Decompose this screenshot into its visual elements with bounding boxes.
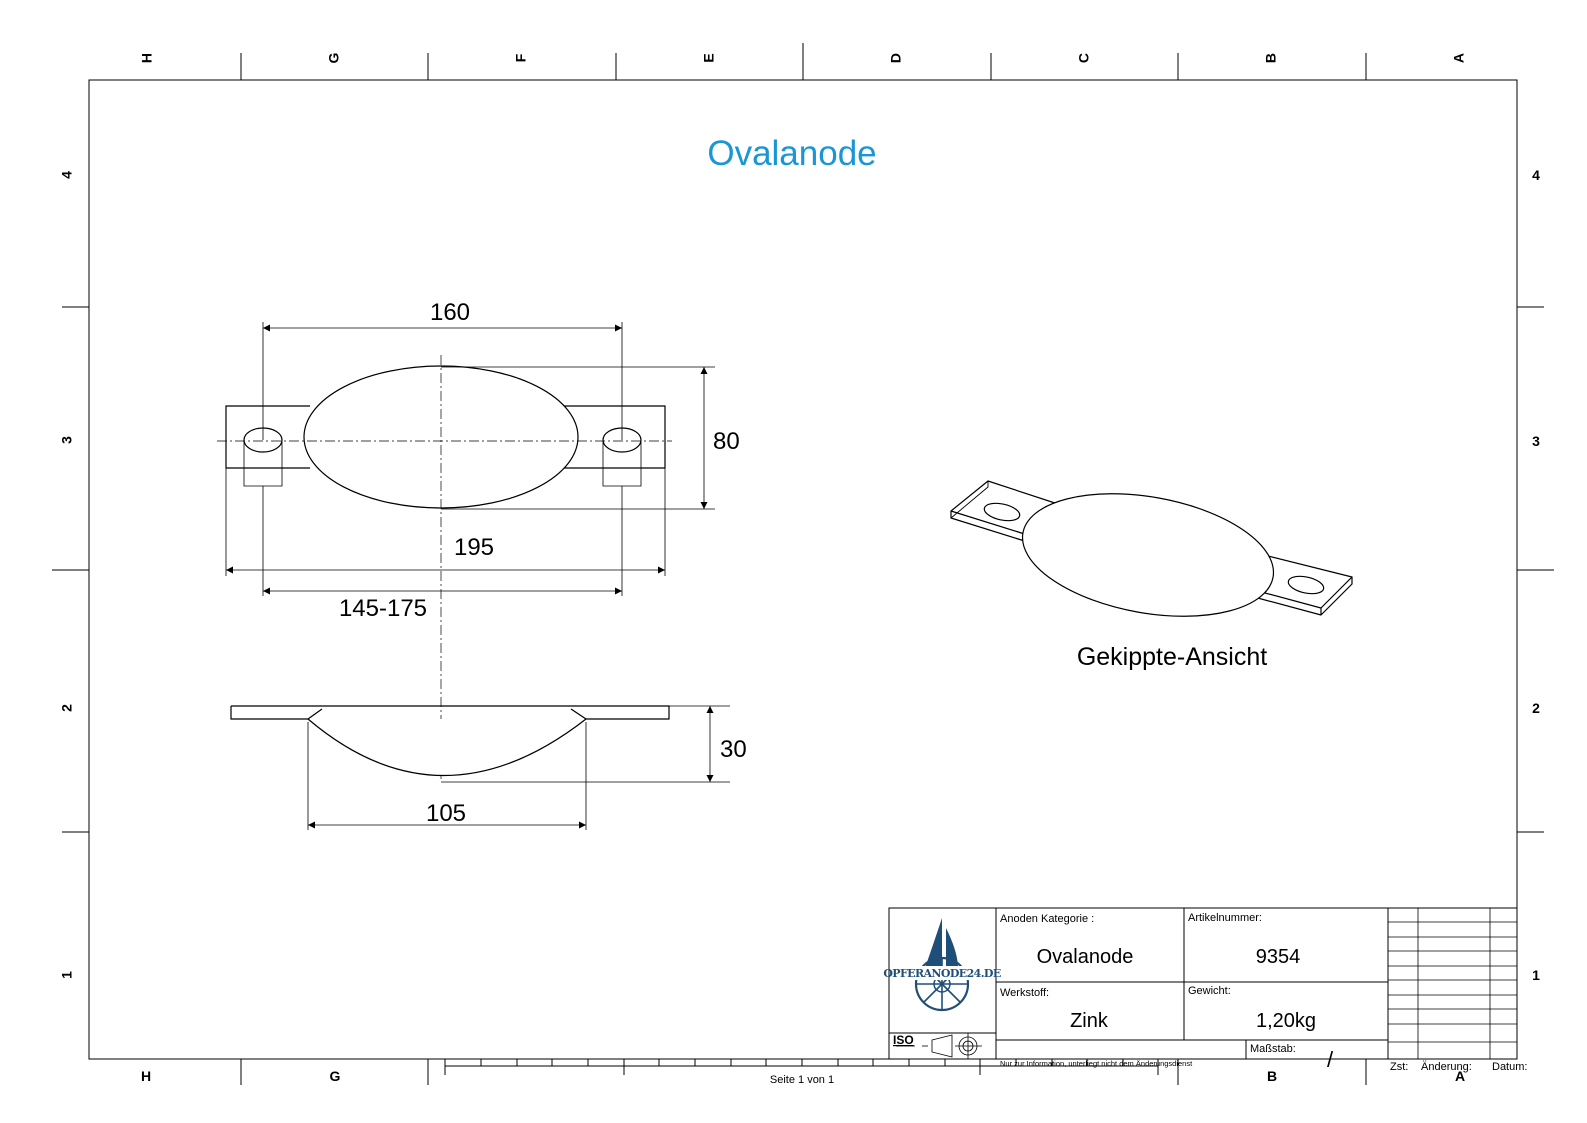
zone-col-label: C bbox=[1076, 53, 1092, 63]
frame-border bbox=[88, 79, 1518, 1060]
zone-row-label: 1 bbox=[1532, 967, 1540, 983]
dim-height: 80 bbox=[713, 428, 740, 455]
article-value: 9354 bbox=[1256, 946, 1301, 968]
company-logo: OPFERANODE24.DE bbox=[883, 918, 1001, 1012]
side-flange-left bbox=[230, 706, 308, 720]
zone-col-label: A bbox=[1455, 1068, 1465, 1084]
top-zone-labels: H G F E D C B A bbox=[139, 52, 1467, 63]
tilted-hole-right bbox=[1287, 575, 1325, 595]
zone-col-label: F bbox=[513, 53, 529, 62]
dim-hole-spacing: 145-175 bbox=[339, 595, 427, 622]
logo-text: OPFERANODE24.DE bbox=[883, 967, 1001, 980]
dim-depth: 30 bbox=[720, 736, 747, 763]
tilted-tab-right-bottom bbox=[1253, 596, 1322, 616]
zone-row-label: 2 bbox=[1532, 700, 1540, 716]
zone-row-label: 3 bbox=[59, 436, 75, 444]
scale-label: Maßstab: bbox=[1250, 1043, 1296, 1055]
weight-value: 1,20kg bbox=[1256, 1010, 1316, 1032]
title-block-fields: Anoden Kategorie : Ovalanode Artikelnumm… bbox=[1000, 912, 1527, 1073]
zone-col-label: A bbox=[1451, 53, 1467, 63]
article-label: Artikelnummer: bbox=[1188, 912, 1262, 924]
side-view-dimension-labels: 30 105 bbox=[426, 736, 747, 827]
material-value: Zink bbox=[1070, 1010, 1109, 1032]
tilted-tab-right-top bbox=[1253, 554, 1353, 609]
right-zone-separators bbox=[1517, 306, 1554, 833]
side-view bbox=[230, 705, 670, 776]
zone-col-label: B bbox=[1263, 53, 1279, 63]
side-bevel-right bbox=[570, 708, 587, 720]
drawing-frame bbox=[52, 43, 1554, 1085]
title-block bbox=[888, 907, 1518, 1060]
tilted-hole-left bbox=[983, 502, 1021, 522]
revision-header-zst: Zst: bbox=[1390, 1061, 1408, 1073]
scale-value: / bbox=[1327, 1047, 1334, 1072]
iso-projection-symbol bbox=[896, 1033, 982, 1059]
zone-col-label: H bbox=[141, 1068, 151, 1084]
tilted-oval-body bbox=[1021, 493, 1275, 617]
view-caption: Gekippte-Ansicht bbox=[1077, 643, 1267, 671]
top-view-dimension-labels: 160 80 195 145-175 bbox=[339, 299, 740, 622]
zone-col-label: G bbox=[326, 52, 342, 63]
bottom-zone-separators bbox=[240, 1059, 1367, 1085]
zone-col-label: D bbox=[888, 53, 904, 63]
weight-label: Gewicht: bbox=[1188, 985, 1231, 997]
revision-header-date: Datum: bbox=[1492, 1061, 1527, 1073]
sailboat-icon bbox=[925, 918, 958, 968]
projection-cone-icon bbox=[931, 1034, 953, 1058]
side-dome bbox=[307, 718, 587, 776]
revision-header-change: Änderung: bbox=[1421, 1061, 1472, 1073]
right-zone-labels: 4 3 2 1 bbox=[1532, 167, 1540, 983]
hole-hidden-lines-right bbox=[602, 441, 642, 487]
category-value: Ovalanode bbox=[1037, 946, 1134, 968]
left-zone-separators bbox=[52, 306, 89, 833]
left-zone-labels: 4 3 2 1 bbox=[59, 171, 75, 979]
tilted-tab-left-top bbox=[950, 480, 1062, 537]
zone-row-label: 3 bbox=[1532, 433, 1540, 449]
side-view-dimensions bbox=[307, 705, 730, 830]
tilted-tab-left-side bbox=[950, 481, 989, 519]
revision-grid bbox=[1388, 908, 1517, 1059]
zone-row-label: 4 bbox=[59, 171, 75, 179]
bottom-ruler bbox=[444, 1059, 1159, 1075]
drawing-title: Ovalanode bbox=[707, 134, 876, 173]
zone-col-label: E bbox=[701, 53, 717, 62]
top-view bbox=[217, 355, 672, 780]
zone-row-label: 2 bbox=[59, 704, 75, 712]
dim-overall-width: 195 bbox=[454, 534, 494, 561]
tab-plate-left bbox=[225, 405, 310, 469]
page-label: Seite 1 von 1 bbox=[770, 1074, 834, 1086]
tilted-tab-right-edge bbox=[1320, 577, 1353, 616]
side-bevel-left bbox=[307, 708, 323, 720]
bottom-zone-labels: H G B A bbox=[141, 1068, 1465, 1084]
top-zone-separators bbox=[240, 43, 1367, 80]
hole-hidden-lines-left bbox=[243, 441, 283, 487]
tab-plate-right bbox=[560, 405, 666, 469]
iso-label: ISO bbox=[893, 1033, 914, 1047]
disclaimer: Nur zur Information, unterliegt nicht de… bbox=[1000, 1059, 1193, 1068]
tilted-view bbox=[950, 480, 1353, 617]
dim-bottom-width: 105 bbox=[426, 800, 466, 827]
zone-row-label: 4 bbox=[1532, 167, 1540, 183]
zone-col-label: G bbox=[330, 1068, 341, 1084]
side-flange-top bbox=[231, 705, 670, 720]
material-label: Werkstoff: bbox=[1000, 987, 1049, 999]
zone-row-label: 1 bbox=[59, 971, 75, 979]
dim-top-width: 160 bbox=[430, 299, 470, 326]
top-view-dimensions bbox=[225, 322, 715, 596]
zone-col-label: B bbox=[1267, 1068, 1277, 1084]
zone-col-label: H bbox=[139, 53, 155, 63]
category-label: Anoden Kategorie : bbox=[1000, 913, 1094, 925]
